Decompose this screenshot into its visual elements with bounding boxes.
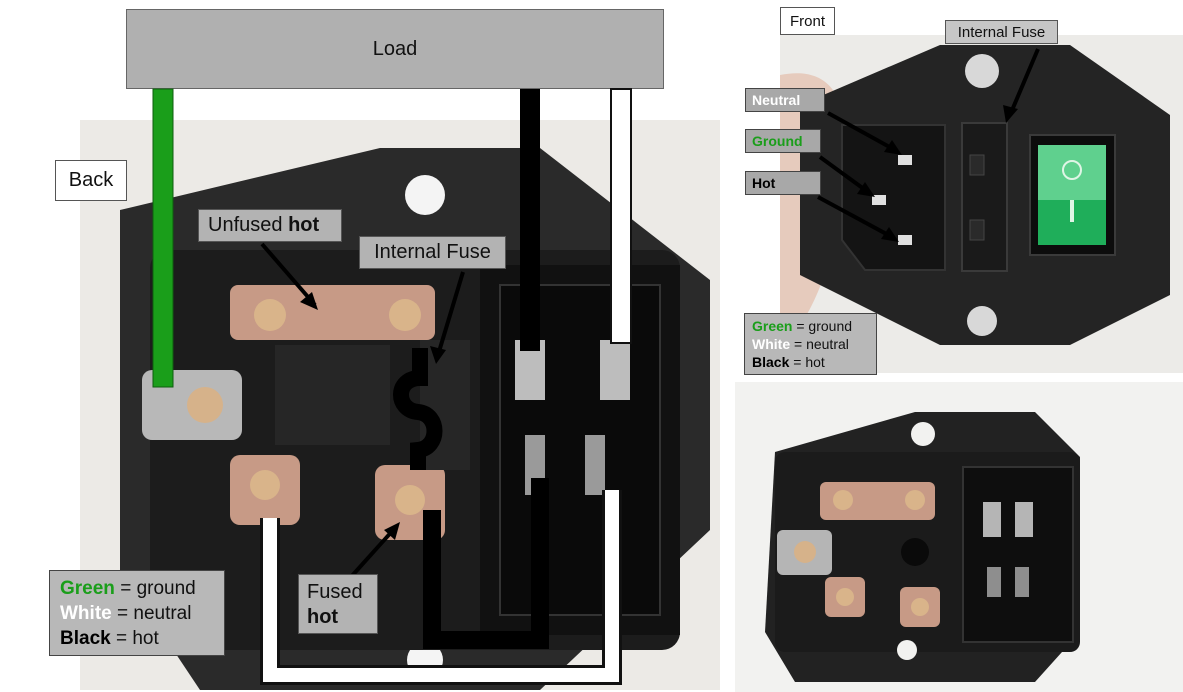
front-photo <box>780 35 1183 373</box>
ground-wire <box>152 88 174 388</box>
back-photo-plain <box>735 382 1183 692</box>
front-legend-row-hot: Black = hot <box>752 354 825 370</box>
unfused-hot-label: Unfused hot <box>198 209 342 242</box>
internal-fuse-label: Internal Fuse <box>359 236 506 269</box>
back-view-title: Back <box>55 160 127 201</box>
fuse-loop <box>393 348 443 470</box>
front-view-title: Front <box>780 7 835 35</box>
hot-wire-load <box>520 89 540 351</box>
wiring-diagram <box>152 88 632 685</box>
legend-row-hot: Black = hot <box>60 628 159 649</box>
front-legend: Green = ground White = neutral Black = h… <box>744 313 877 375</box>
legend-row-ground: Green = ground <box>60 578 196 599</box>
neutral-wire-load <box>610 88 632 344</box>
pin-label-neutral: Neutral <box>745 88 825 112</box>
fused-hot-label: Fused hot <box>298 574 378 634</box>
pin-label-hot: Hot <box>745 171 821 195</box>
front-legend-row-ground: Green = ground <box>752 318 853 334</box>
hot-wire-fused <box>423 478 549 649</box>
arrow-unfused-hot <box>260 242 317 307</box>
pin-label-ground: Ground <box>745 129 821 153</box>
arrow-internal-fuse <box>436 271 465 356</box>
back-legend: Green = ground White = neutral Black = h… <box>49 570 225 656</box>
legend-row-neutral: White = neutral <box>60 603 192 624</box>
front-internal-fuse-label: Internal Fuse <box>945 20 1058 44</box>
arrow-fused-hot <box>348 526 397 580</box>
load-box: Load <box>126 9 664 89</box>
front-legend-row-neutral: White = neutral <box>752 336 849 352</box>
load-label: Load <box>372 37 418 60</box>
